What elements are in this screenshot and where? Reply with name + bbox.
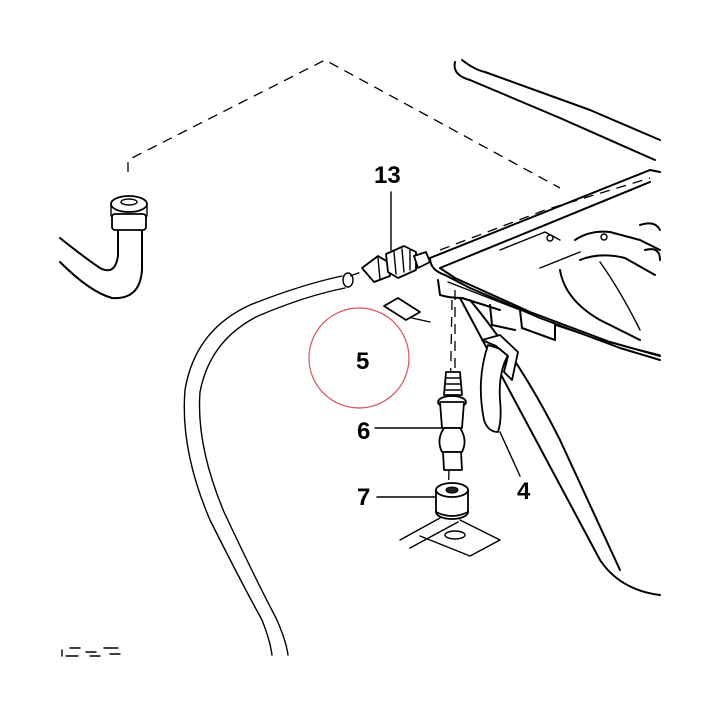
hose-upper-left [59,195,148,300]
part-5-highlight-circle [308,307,410,409]
part-6-stud [374,371,467,471]
part-5-pin [308,297,431,409]
hose-long [183,272,354,656]
callout-4: 4 [517,478,531,505]
callout-7: 7 [357,484,371,511]
part-4-clip [479,334,521,477]
callout-13: 13 [374,162,401,189]
assembly-dash-lines [127,59,651,521]
figure-reference-mark [61,647,121,657]
callout-5: 5 [356,348,370,375]
part-13-connector [361,191,431,283]
part-7-mount [376,482,501,557]
housing-assembly [429,59,661,596]
callout-6: 6 [357,418,371,445]
